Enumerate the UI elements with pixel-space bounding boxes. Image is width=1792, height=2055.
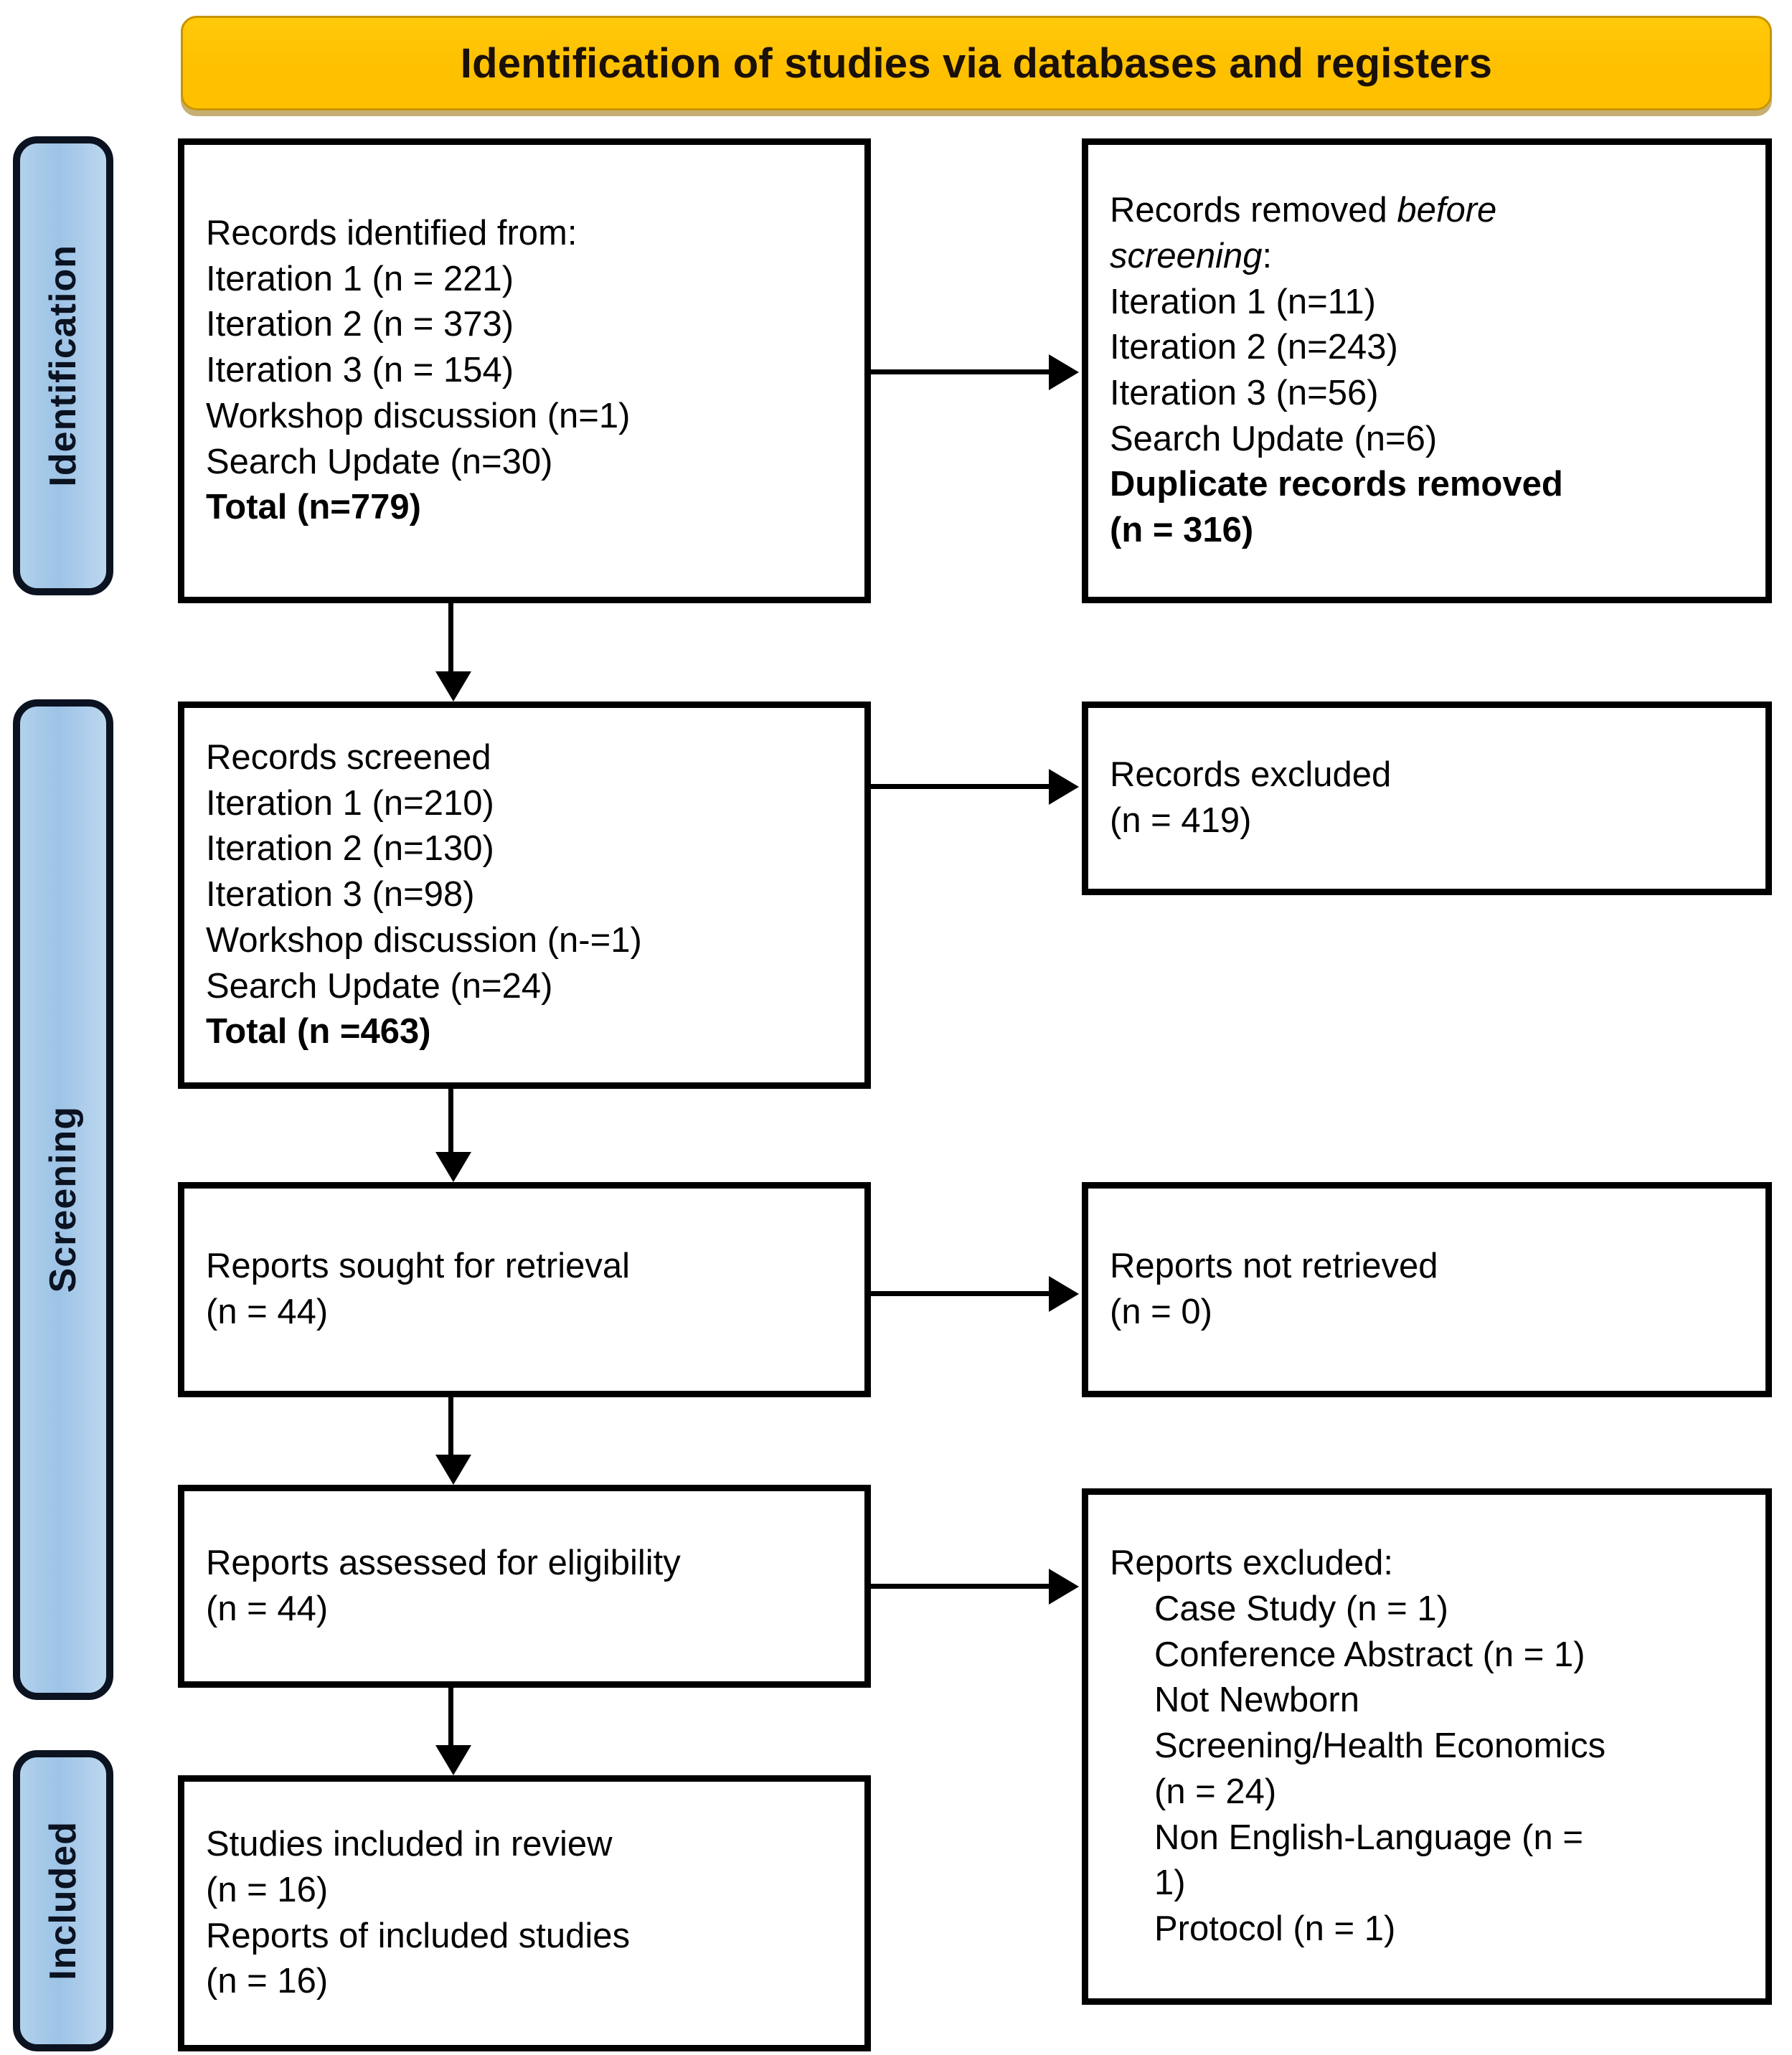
records-screened-total: Total (n =463)	[206, 1012, 431, 1052]
reports-excluded-reason-case-study: Case Study (n = 1)	[1154, 1589, 1448, 1629]
box-reports-sought-for-retrieval: Reports sought for retrieval (n = 44)	[178, 1182, 871, 1397]
reports-excluded-reason-protocol: Protocol (n = 1)	[1154, 1909, 1396, 1948]
records-identified-iteration-2: Iteration 2 (n = 373)	[206, 305, 514, 344]
reports-sought-label: Reports sought for retrieval	[206, 1247, 630, 1286]
reports-excluded-reason-non-english: Non English-Language (n =	[1154, 1818, 1583, 1857]
reports-excluded-reason-not-newborn: Not Newborn	[1154, 1681, 1359, 1720]
records-removed-heading-italic: before	[1397, 191, 1497, 230]
box-reports-excluded: Reports excluded: Case Study (n = 1) Con…	[1082, 1488, 1772, 2005]
duplicate-records-removed-label: Duplicate records removed	[1110, 465, 1563, 504]
records-screened-heading: Records screened	[206, 738, 491, 778]
phase-screening-text: Screening	[42, 1106, 84, 1293]
records-identified-heading: Records identified from:	[206, 214, 577, 253]
box-reports-assessed-for-eligibility: Reports assessed for eligibility (n = 44…	[178, 1485, 871, 1688]
studies-included-label: Studies included in review	[206, 1825, 613, 1864]
phase-identification-text: Identification	[42, 245, 84, 487]
phase-label-screening: Screening	[13, 699, 113, 1700]
reports-assessed-count: (n = 44)	[206, 1589, 329, 1628]
records-identified-workshop: Workshop discussion (n=1)	[206, 396, 631, 435]
studies-included-count: (n = 16)	[206, 1870, 329, 1909]
records-identified-total: Total (n=779)	[206, 488, 421, 527]
records-removed-iteration-3: Iteration 3 (n=56)	[1110, 374, 1379, 412]
reports-not-retrieved-label: Reports not retrieved	[1110, 1247, 1438, 1286]
records-removed-heading-colon: :	[1262, 236, 1273, 275]
records-removed-heading-line-1: Records removed before	[1110, 188, 1744, 234]
reports-of-included-studies-label: Reports of included studies	[206, 1916, 631, 1955]
records-identified-search-update: Search Update (n=30)	[206, 442, 553, 481]
records-removed-iteration-2: Iteration 2 (n=243)	[1110, 328, 1398, 367]
records-screened-iteration-2: Iteration 2 (n=130)	[206, 829, 494, 869]
connector-sought-to-assessed	[448, 1397, 453, 1458]
records-screened-iteration-3: Iteration 3 (n=98)	[206, 875, 475, 915]
arrowhead-right-icon-2	[1049, 769, 1079, 805]
connector-screened-to-sought	[448, 1089, 453, 1155]
reports-not-retrieved-count: (n = 0)	[1110, 1293, 1212, 1331]
reports-assessed-label: Reports assessed for eligibility	[206, 1543, 681, 1582]
connector-screened-to-excluded	[871, 784, 1050, 789]
box-records-identified: Records identified from: Iteration 1 (n …	[178, 138, 871, 603]
phase-label-identification: Identification	[13, 136, 113, 595]
box-records-screened: Records screened Iteration 1 (n=210) Ite…	[178, 701, 871, 1089]
records-identified-iteration-3: Iteration 3 (n = 154)	[206, 351, 514, 390]
reports-sought-count: (n = 44)	[206, 1293, 329, 1331]
reports-of-included-studies-count: (n = 16)	[206, 1962, 329, 2001]
phase-included-text: Included	[42, 1821, 84, 1980]
box-records-excluded: Records excluded (n = 419)	[1082, 701, 1772, 895]
records-removed-heading-italic-2: screening	[1110, 236, 1263, 275]
records-removed-search-update: Search Update (n=6)	[1110, 419, 1438, 458]
box-reports-not-retrieved: Reports not retrieved (n = 0)	[1082, 1182, 1772, 1397]
records-screened-search-update: Search Update (n=24)	[206, 966, 553, 1006]
arrowhead-right-icon-3	[1049, 1276, 1079, 1312]
arrowhead-down-icon-1	[435, 671, 471, 701]
diagram-header-banner: Identification of studies via databases …	[181, 16, 1772, 110]
duplicate-records-removed-count: (n = 316)	[1110, 511, 1254, 550]
banner-title: Identification of studies via databases …	[460, 39, 1493, 87]
arrowhead-down-icon-3	[435, 1455, 471, 1485]
records-excluded-count: (n = 419)	[1110, 801, 1252, 840]
connector-assessed-to-reports-excluded	[871, 1584, 1050, 1589]
connector-identified-to-screened	[448, 603, 453, 675]
arrowhead-right-icon-4	[1049, 1569, 1079, 1605]
records-screened-workshop: Workshop discussion (n-=1)	[206, 920, 642, 960]
phase-label-included: Included	[13, 1750, 113, 2051]
records-removed-iteration-1: Iteration 1 (n=11)	[1110, 282, 1376, 321]
records-identified-iteration-1: Iteration 1 (n = 221)	[206, 259, 514, 298]
reports-excluded-reason-conference-abstract: Conference Abstract (n = 1)	[1154, 1635, 1585, 1674]
reports-excluded-reason-non-english-count: 1)	[1154, 1863, 1186, 1903]
reports-excluded-reason-screening-health-economics: Screening/Health Economics	[1154, 1726, 1606, 1766]
connector-identified-to-removed	[871, 369, 1050, 374]
records-removed-heading-line-2: screening:	[1110, 234, 1744, 280]
box-studies-included-in-review: Studies included in review (n = 16) Repo…	[178, 1775, 871, 2051]
records-excluded-label: Records excluded	[1110, 755, 1392, 795]
connector-assessed-to-included	[448, 1688, 453, 1748]
records-removed-heading-plain: Records removed	[1110, 191, 1397, 230]
reports-excluded-heading: Reports excluded:	[1110, 1544, 1393, 1583]
reports-excluded-reason-screening-health-economics-count: (n = 24)	[1154, 1772, 1277, 1811]
arrowhead-down-icon-4	[435, 1745, 471, 1775]
connector-sought-to-not-retrieved	[871, 1291, 1050, 1296]
arrowhead-down-icon-2	[435, 1152, 471, 1182]
box-records-removed-before-screening: Records removed before screening: Iterat…	[1082, 138, 1772, 603]
arrowhead-right-icon-1	[1049, 354, 1079, 390]
records-screened-iteration-1: Iteration 1 (n=210)	[206, 783, 494, 823]
